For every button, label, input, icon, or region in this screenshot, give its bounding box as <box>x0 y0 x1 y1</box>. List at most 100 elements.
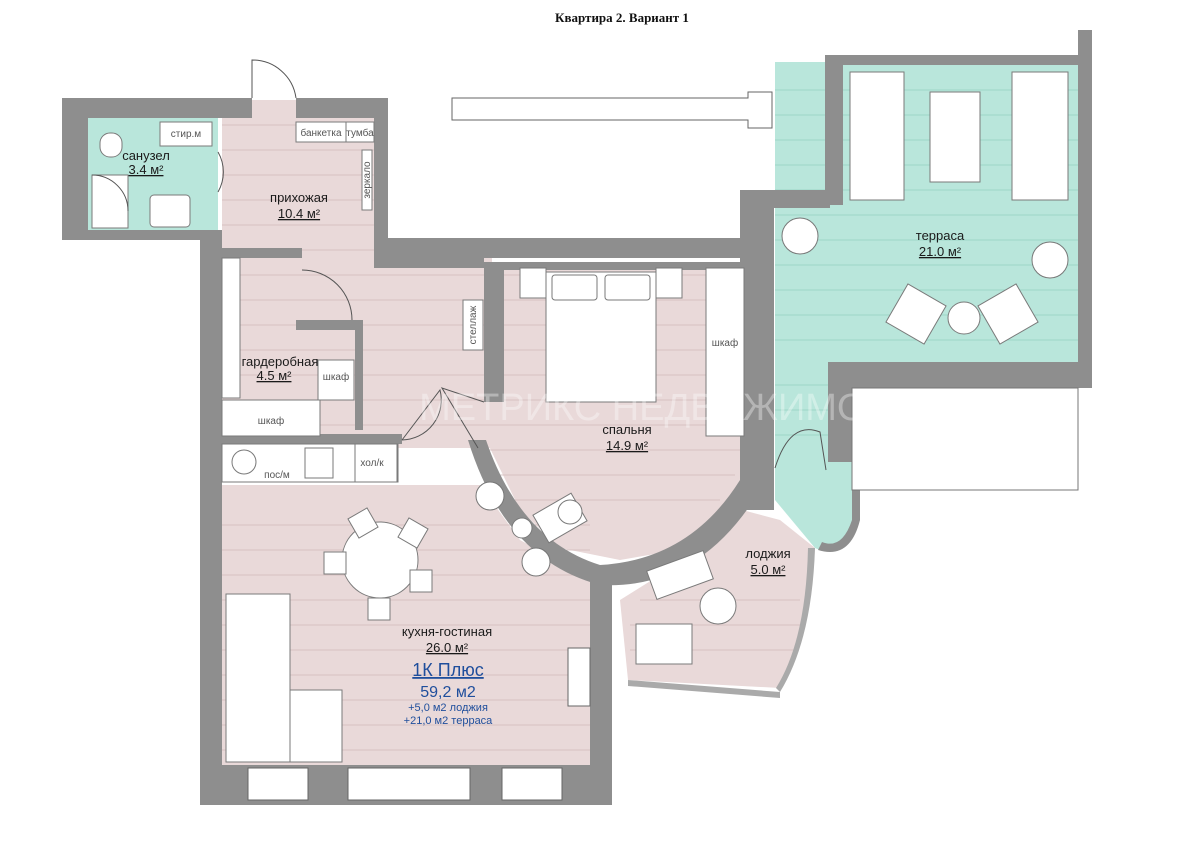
loggia-rail <box>776 548 815 692</box>
wall <box>200 230 222 805</box>
plant <box>475 481 505 511</box>
loggia-table <box>699 587 737 625</box>
terrace-plant <box>781 217 819 255</box>
wall <box>740 190 830 208</box>
bathroom-name: санузел <box>122 148 170 163</box>
fridge-label: хол/к <box>360 458 384 469</box>
terrace-name: терраса <box>916 228 965 243</box>
bedroom-door <box>440 387 485 449</box>
loggia-extra: +5,0 м2 лоджия <box>408 702 488 714</box>
wall <box>296 98 388 118</box>
terrace-curve-wall <box>818 460 860 552</box>
doors <box>217 59 827 471</box>
shower <box>91 174 129 229</box>
entrance-door <box>251 59 297 99</box>
cooktop <box>304 447 334 479</box>
terrace-armchair <box>977 283 1039 345</box>
pillow <box>551 274 598 301</box>
toilet <box>99 132 123 158</box>
chair <box>409 569 433 593</box>
stand-label: тумба <box>346 127 374 139</box>
terrace-extra: +21,0 м2 терраса <box>404 715 494 727</box>
pillow <box>604 274 651 301</box>
wardrobe-name: гардеробная <box>242 354 319 369</box>
neighbour-block <box>851 387 1079 491</box>
sofa-chaise <box>289 689 343 763</box>
terrace-armchair <box>885 283 947 345</box>
desk-chair <box>557 499 583 525</box>
closet-wardrobe-1-body <box>221 257 241 399</box>
plant <box>521 547 551 577</box>
kitchen-sink <box>231 449 257 475</box>
washer <box>159 121 213 147</box>
wall <box>388 238 774 258</box>
closet-wardrobe-1-label: шкаф <box>323 371 349 383</box>
wall <box>222 248 302 258</box>
closet-bedroom-label: шкаф <box>712 337 738 349</box>
terrace-sofa-left <box>849 71 905 201</box>
stand <box>345 121 375 143</box>
loggia-armchair <box>635 623 693 665</box>
chair <box>323 551 347 575</box>
terrace-door <box>774 429 827 471</box>
wall <box>590 578 612 805</box>
apartment-summary: 1К Плюс 59,2 м2 +5,0 м2 лоджия +21,0 м2 … <box>404 660 494 727</box>
wall <box>62 230 222 240</box>
apartment-type: 1К Плюс <box>412 660 483 680</box>
upper-corridor-fragment <box>451 91 773 129</box>
wall <box>222 98 252 118</box>
bedroom-area: 14.9 м² <box>606 438 649 453</box>
terrace-side-table <box>947 301 981 335</box>
wall <box>828 362 1092 388</box>
plan-title: Квартира 2. Вариант 1 <box>555 10 689 25</box>
chair <box>367 597 391 621</box>
washer-label: стир.м <box>171 129 202 140</box>
terrace-area: 21.0 м² <box>919 244 962 259</box>
mirror <box>361 149 373 211</box>
bathroom-door <box>217 151 224 193</box>
wall <box>825 55 843 205</box>
terrace-steps-floor <box>775 460 860 551</box>
terrace-plant <box>1031 241 1069 279</box>
wall <box>828 362 852 462</box>
fridge <box>354 443 398 483</box>
wall <box>825 55 1080 65</box>
mirror-label: зеркало <box>362 161 373 199</box>
wall <box>62 98 222 118</box>
room-labels: санузел 3.4 м² прихожая 10.4 м² гардероб… <box>122 148 965 655</box>
closet-bedroom <box>705 267 745 437</box>
loggia-area: 5.0 м² <box>751 562 787 577</box>
closet-wardrobe-2 <box>221 399 321 437</box>
closet-wardrobe-1 <box>317 359 355 401</box>
terrace-table <box>929 91 981 183</box>
watermark: МЕТРИКС НЕДВИЖИМОСТЬ <box>419 387 941 429</box>
apartment-area: 59,2 м2 <box>420 684 476 701</box>
windows <box>247 647 591 801</box>
kitchen-door <box>401 388 442 441</box>
hallway-name: прихожая <box>270 190 328 205</box>
wall <box>296 320 362 330</box>
sink <box>149 194 191 228</box>
terrace-sofa-right <box>1011 71 1069 201</box>
shelf-label: стеллаж <box>468 305 479 344</box>
kitchen-name: кухня-гостиная <box>402 624 492 639</box>
loggia-name: лоджия <box>745 546 790 561</box>
kitchen-area: 26.0 м² <box>426 640 469 655</box>
bathroom-area: 3.4 м² <box>129 162 165 177</box>
wall <box>374 258 484 268</box>
loggia-rail <box>628 680 780 698</box>
chair <box>397 517 429 549</box>
wardrobe-door <box>301 269 353 321</box>
wall <box>484 262 504 402</box>
chair <box>347 507 379 539</box>
nightstand <box>519 267 547 299</box>
wardrobe-area: 4.5 м² <box>257 368 293 383</box>
hallway-area: 10.4 м² <box>278 206 321 221</box>
furniture <box>91 71 1069 763</box>
wall <box>62 98 88 238</box>
wall <box>504 262 752 270</box>
wall <box>222 434 402 444</box>
closet-wardrobe-2-label: шкаф <box>258 415 284 427</box>
wall <box>1078 30 1092 375</box>
stool <box>511 517 533 539</box>
